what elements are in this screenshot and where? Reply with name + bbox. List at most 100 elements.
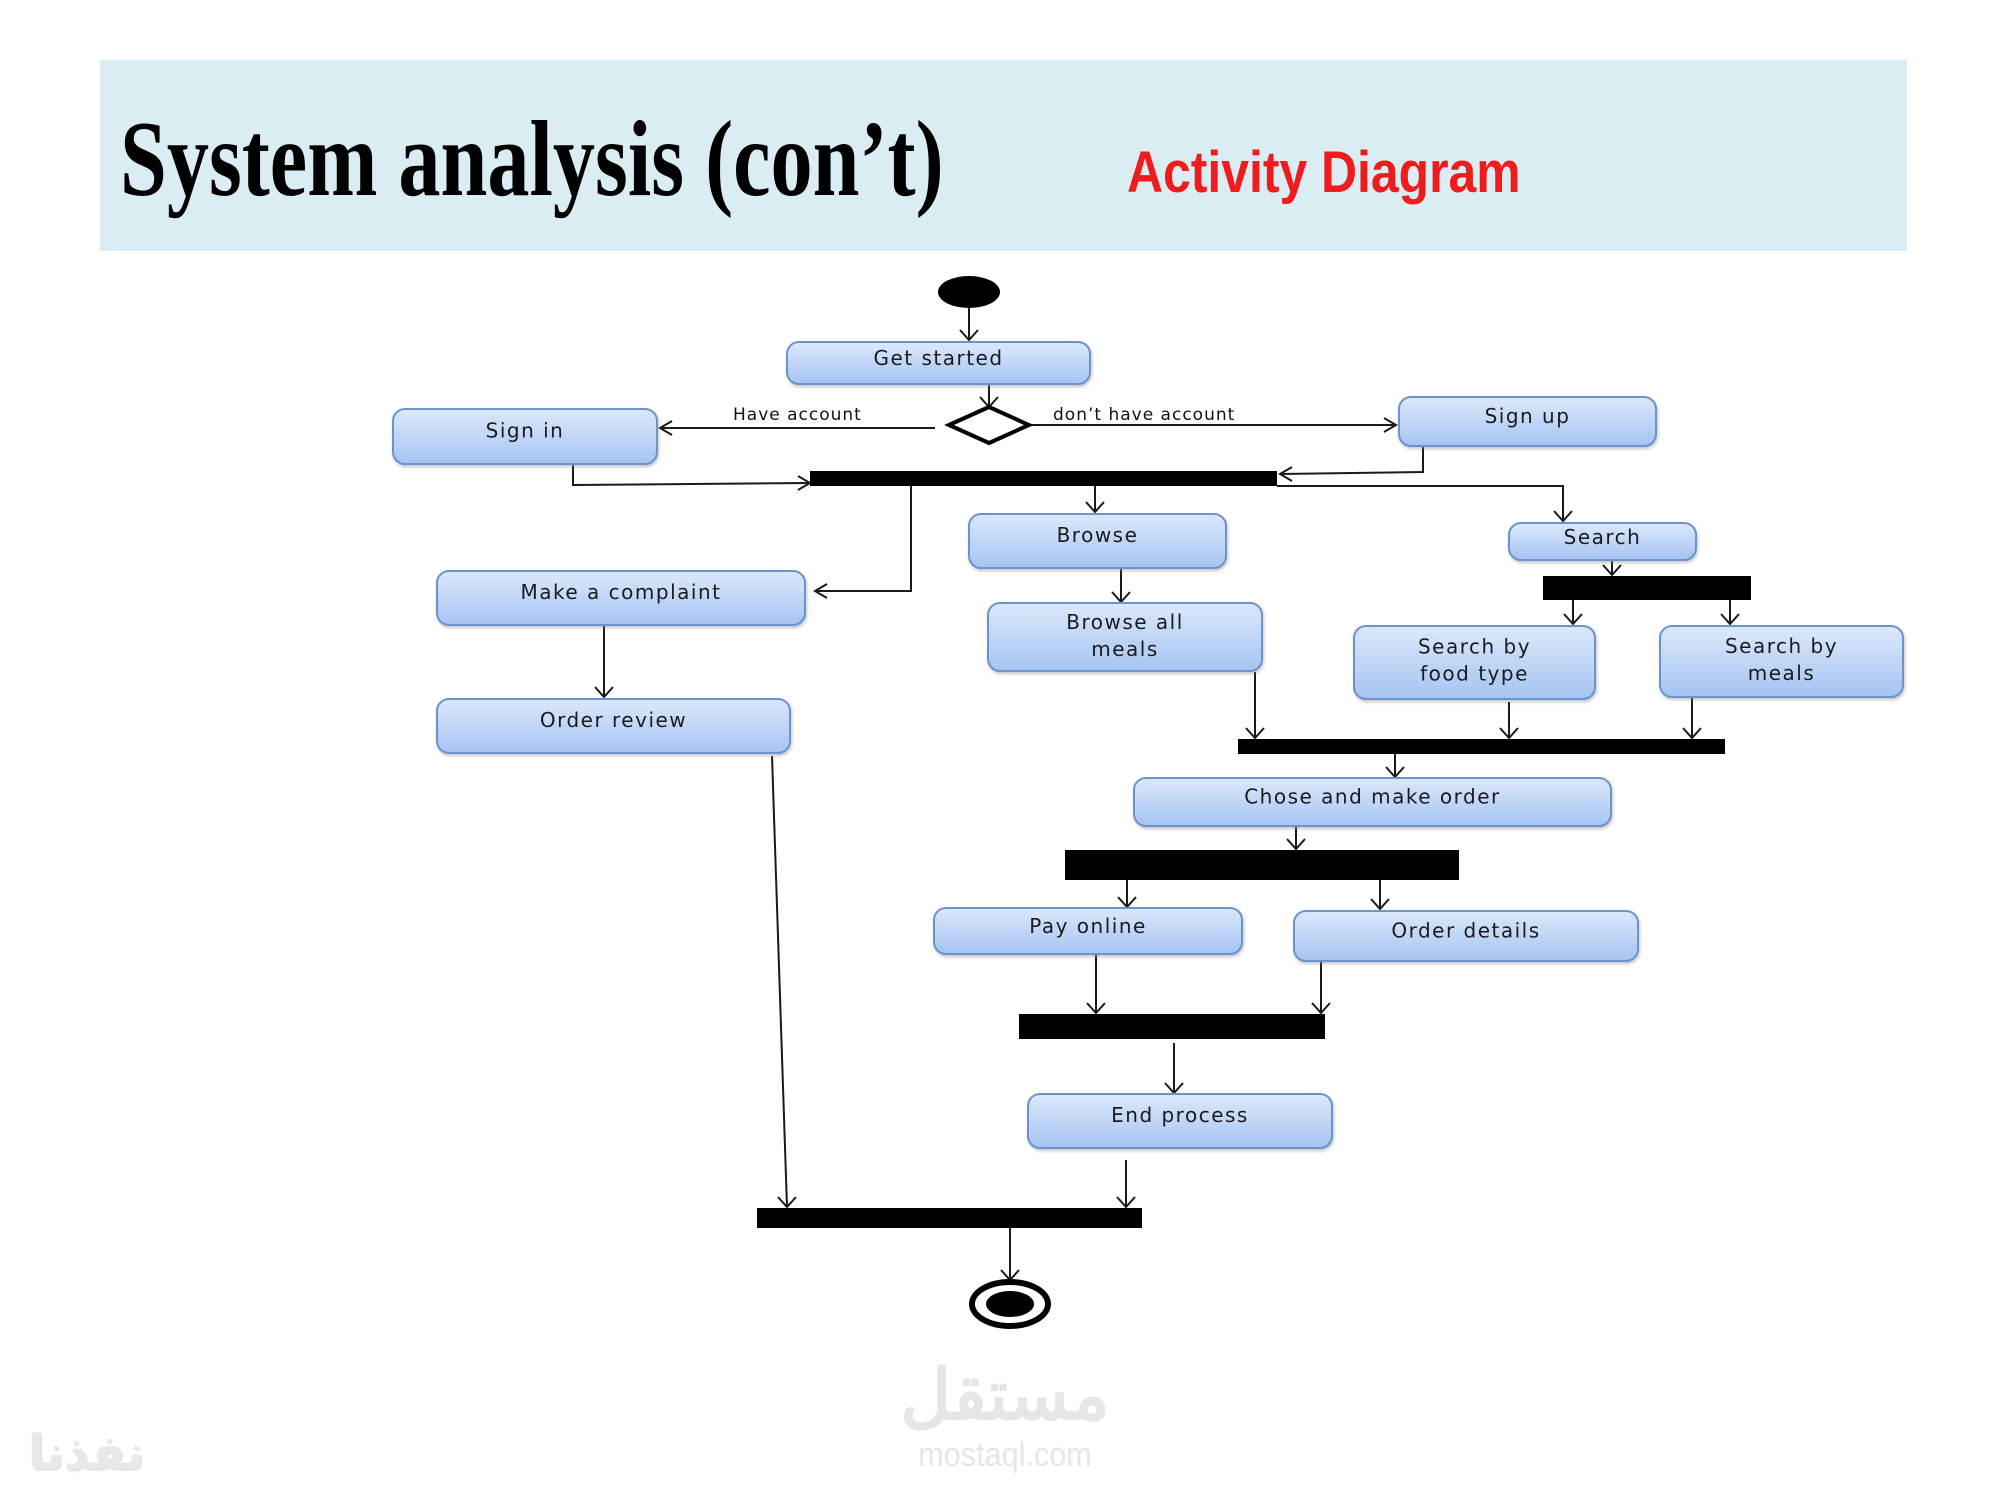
action-browse: Browse — [968, 513, 1227, 569]
edge-chose-order-to-fork-order — [1286, 826, 1306, 851]
fork-bar-fork-search — [1543, 576, 1751, 600]
guard-dont-have-account: don’t have account — [1053, 405, 1235, 425]
action-browse-all-meals: Browse all meals — [987, 602, 1263, 672]
arrowhead-icon — [1499, 727, 1519, 740]
final-node — [969, 1279, 1051, 1329]
arrowhead-icon — [1383, 417, 1398, 433]
fork-bar-fork-main — [810, 471, 1277, 486]
arrowhead-icon — [1085, 501, 1105, 514]
action-sign-up: Sign up — [1398, 396, 1657, 447]
action-label: Order details — [1391, 919, 1540, 943]
action-label: Sign in — [486, 419, 565, 443]
action-label: food type — [1420, 661, 1529, 685]
edge-decision-to-sign-in — [658, 420, 935, 436]
edge-sign-up-to-fork-main — [1278, 435, 1424, 482]
edge-search-meals-to-join-choose — [1682, 697, 1702, 740]
guard-have-account: Have account — [733, 405, 862, 425]
arrowhead-icon — [1286, 838, 1306, 851]
edge-search-food-type-to-join-choose — [1499, 702, 1519, 740]
action-box — [436, 570, 806, 626]
edge-order-review-to-join-final — [771, 755, 797, 1209]
action-box — [1293, 910, 1639, 962]
action-get-started: Get started — [786, 341, 1091, 385]
arrowhead-icon — [1682, 727, 1702, 740]
slide-subtitle: Activity Diagram — [1127, 140, 1521, 205]
action-order-details: Order details — [1293, 910, 1639, 962]
action-search: Search — [1508, 522, 1697, 561]
action-make-complaint: Make a complaint — [436, 570, 806, 626]
join-bar-join-choose — [1238, 739, 1725, 754]
action-label: End process — [1111, 1103, 1249, 1127]
mostaql-watermark-url: mostaql.com — [918, 1436, 1092, 1474]
action-label: Search by — [1418, 634, 1531, 658]
arrowhead-icon — [1086, 1002, 1106, 1015]
action-label: Order review — [540, 708, 687, 732]
arrowhead-icon — [1311, 1002, 1331, 1015]
edge-fork-order-to-pay-online — [1117, 880, 1137, 909]
action-box — [1398, 396, 1657, 447]
action-sign-in: Sign in — [392, 408, 658, 465]
action-box — [1133, 777, 1612, 827]
left-watermark: نفذنا — [28, 1425, 145, 1481]
arrowhead-icon — [1602, 564, 1622, 577]
action-label: meals — [1091, 637, 1159, 661]
edge-decision-to-sign-up — [1029, 417, 1398, 433]
edge-join-choose-to-chose-order — [1385, 754, 1405, 779]
action-label: Browse all — [1066, 610, 1184, 634]
arrowhead-icon — [594, 686, 614, 699]
arrowhead-icon — [959, 329, 979, 342]
action-box — [392, 408, 658, 465]
edge-fork-order-to-order-details — [1370, 880, 1390, 911]
action-label: Pay online — [1029, 914, 1147, 938]
action-label: meals — [1748, 661, 1816, 685]
action-box — [933, 907, 1243, 955]
edge-make-complaint-to-order-review — [594, 625, 614, 699]
edge-start-to-get-started — [959, 308, 979, 342]
action-label: Sign up — [1485, 404, 1571, 428]
edge-browse-all-meals-to-join-choose — [1245, 672, 1265, 740]
join-bar-join-final — [757, 1208, 1142, 1228]
edge-get-started-to-decision — [979, 384, 999, 409]
edge-fork-main-to-make-complaint — [813, 486, 912, 599]
edge-order-details-to-join-end — [1311, 961, 1331, 1015]
guard-labels-layer: Have account don’t have account — [733, 405, 1235, 425]
action-chose-order: Chose and make order — [1133, 777, 1612, 827]
edge-fork-search-to-search-meals — [1720, 600, 1740, 626]
mostaql-watermark: مستقل mostaql.com — [880, 1355, 1130, 1475]
slide-title: System analysis (con’t) — [120, 100, 944, 219]
arrowhead-icon — [1245, 727, 1265, 740]
arrowhead-icon — [1563, 613, 1583, 626]
action-box — [1659, 625, 1904, 698]
action-label: Chose and make order — [1244, 785, 1501, 809]
edge-end-process-to-join-final — [1116, 1160, 1136, 1209]
edge-fork-main-to-search — [1277, 485, 1573, 523]
arrowhead-icon — [1553, 510, 1573, 523]
arrowhead-icon — [777, 1196, 797, 1209]
action-label: Search by — [1725, 634, 1838, 658]
action-box — [968, 513, 1227, 569]
arrowhead-icon — [1116, 1196, 1136, 1209]
edge-join-end-to-end-process — [1164, 1043, 1184, 1095]
arrowhead-icon — [1370, 898, 1390, 911]
action-label: Make a complaint — [521, 580, 722, 604]
arrowhead-icon — [658, 420, 673, 436]
edge-join-final-to-final — [1000, 1228, 1020, 1282]
edge-fork-search-to-search-food-type — [1563, 600, 1583, 626]
action-box — [436, 698, 791, 754]
fork-bar-fork-order — [1065, 850, 1459, 880]
decision-node — [944, 404, 1034, 446]
arrowhead-icon — [813, 583, 828, 599]
initial-node — [938, 276, 1000, 308]
slide-header — [100, 60, 1907, 251]
action-end-process: End process — [1027, 1093, 1333, 1149]
action-box — [1508, 522, 1697, 561]
action-label: Search — [1564, 525, 1642, 549]
arrowhead-icon — [1720, 613, 1740, 626]
edge-fork-main-to-browse — [1085, 486, 1105, 514]
edge-search-to-fork-search — [1602, 560, 1622, 577]
edge-pay-online-to-join-end — [1086, 954, 1106, 1015]
arrowhead-icon — [1278, 466, 1293, 482]
mostaql-watermark-arabic: مستقل — [900, 1356, 1110, 1434]
